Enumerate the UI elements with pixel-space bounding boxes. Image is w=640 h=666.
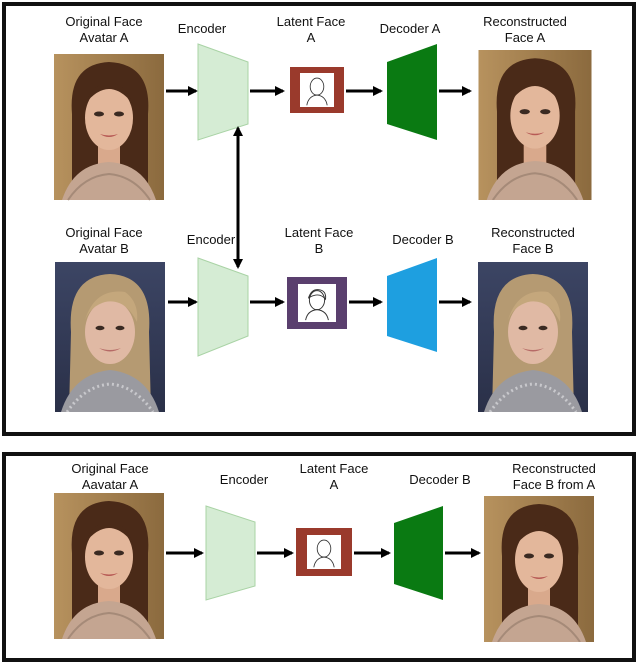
latent-face-a-box-bottom <box>296 528 352 576</box>
original-face-a-photo <box>54 52 164 202</box>
swap-row <box>54 493 594 642</box>
original-face-a-bottom-label: Original Face Aavatar A <box>71 461 149 492</box>
row-a <box>54 43 593 202</box>
original-face-b-label: Original Face Avatar B <box>65 225 143 256</box>
reconstructed-face-a-label: Reconstructed Face A <box>483 14 567 45</box>
decoder-a-shape <box>387 44 437 140</box>
original-face-b-photo <box>54 262 166 412</box>
decoder-a-label: Decoder A <box>379 21 441 36</box>
latent-face-a-box <box>290 67 344 113</box>
encoder-b-shape <box>197 257 249 357</box>
reconstructed-face-a-photo <box>477 50 593 200</box>
reconstructed-face-b-from-a-photo <box>484 496 594 642</box>
decoder-b-shape <box>387 258 437 352</box>
latent-face-a-label: Latent Face A <box>276 14 346 45</box>
latent-face-b-label: Latent Face B <box>284 225 354 256</box>
decoder-b-bottom-label: Decoder B <box>409 472 471 487</box>
latent-face-a-bottom-label: Latent Face A <box>299 461 369 492</box>
decoder-b-bottom-shape <box>394 506 443 600</box>
encoder-bottom-shape <box>205 505 256 601</box>
encoder-bottom-label: Encoder <box>219 472 269 487</box>
reconstructed-face-b-label: Reconstructed Face B <box>491 225 575 256</box>
reconstructed-face-b-from-a-label: Reconstructed Face B from A <box>512 461 596 492</box>
original-face-a-label: Original Face Avatar A <box>65 14 143 45</box>
encoder-a-label: Encoder <box>177 21 227 36</box>
decoder-b-label: Decoder B <box>392 232 454 247</box>
encoder-a-shape <box>197 43 249 141</box>
row-b <box>54 257 589 412</box>
latent-face-b-box <box>287 277 347 329</box>
original-face-a-photo-bottom <box>54 493 164 639</box>
encoder-b-label: Encoder <box>186 232 236 247</box>
reconstructed-face-b-photo <box>477 262 589 412</box>
